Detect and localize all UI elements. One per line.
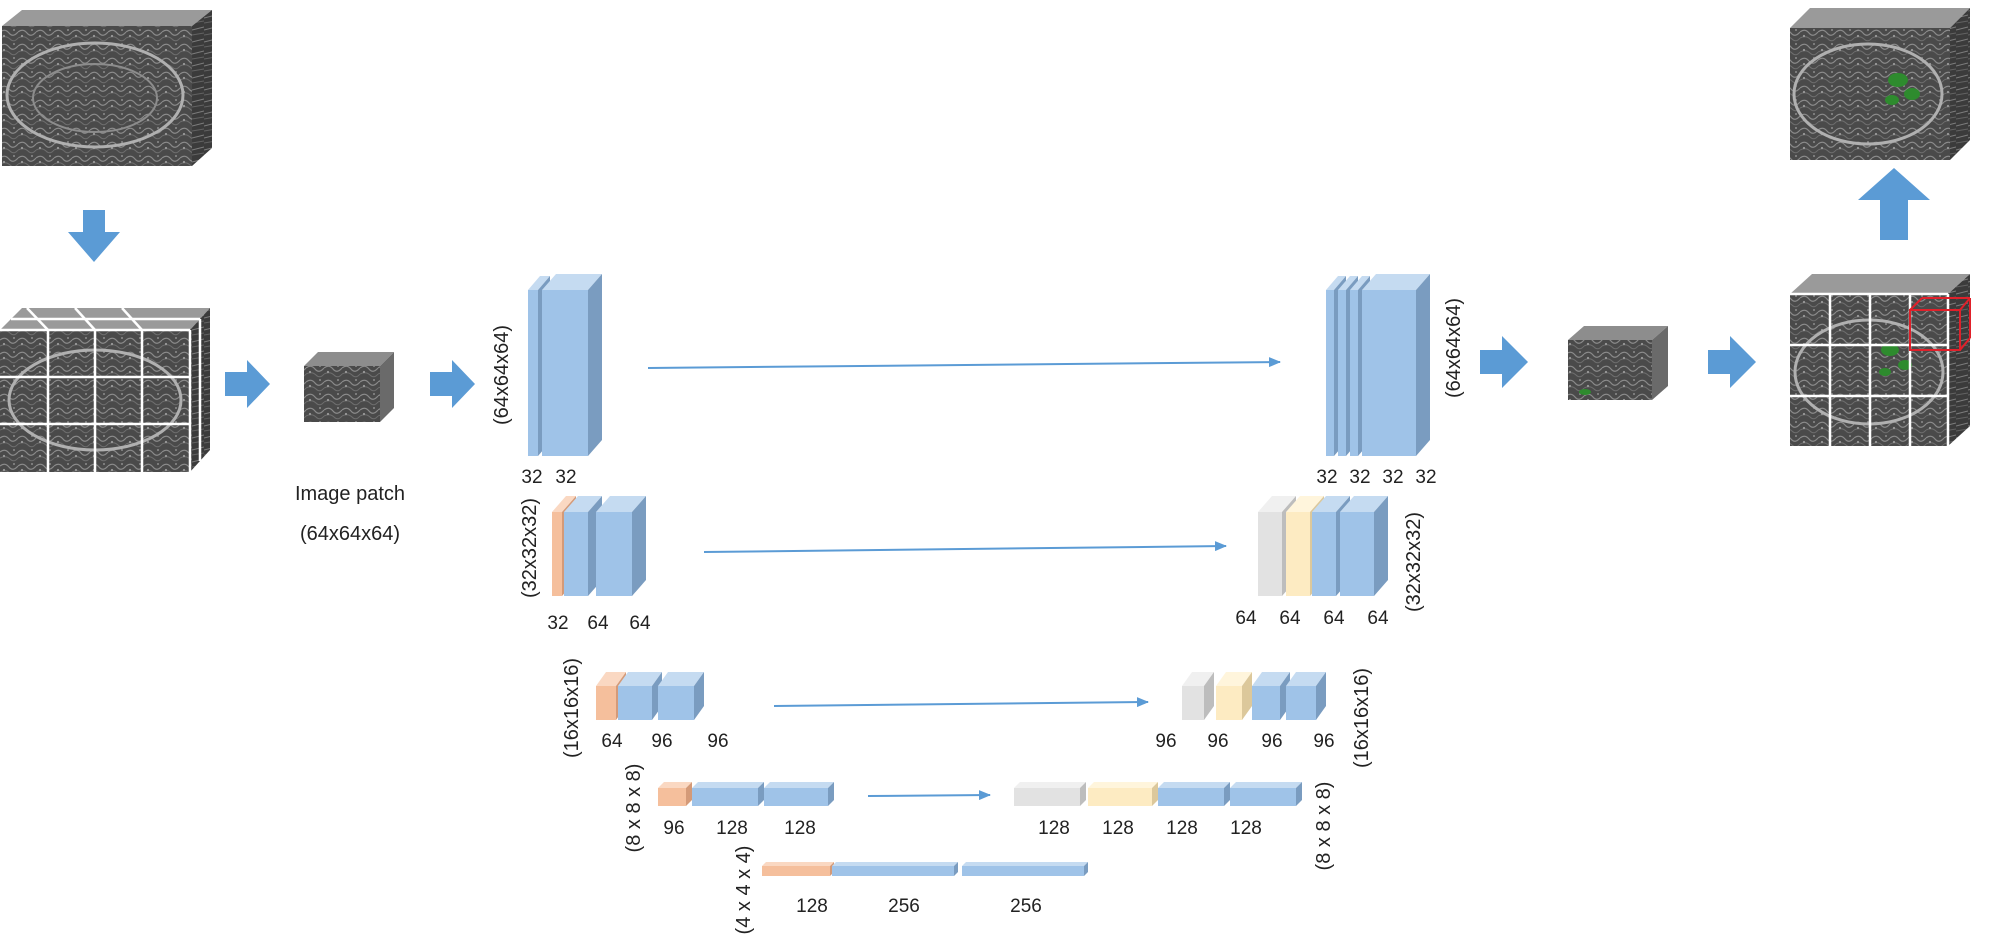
channel-label: 256 [1010,896,1042,917]
channel-label: 96 [1155,731,1176,752]
channel-label: 128 [796,896,828,917]
feature-map-block [658,782,692,806]
reassembled-mri-volume [1790,274,1971,446]
image-patch-title: Image patch [295,483,405,505]
input-mri-volume [2,10,212,166]
channel-label: 32 [1415,467,1436,488]
channel-label: 64 [601,731,623,752]
channel-label: 64 [587,613,609,634]
right-arrow-icon [225,360,270,408]
size-label: (8 x 8 x 8) [1313,782,1335,871]
decoder-level-4: (8 x 8 x 8) 128 128 128 128 [1014,782,1335,871]
feature-map-block [658,672,704,720]
channel-label: 32 [555,467,576,488]
feature-map-block [1230,782,1302,806]
decoder-level-1: (64x64x64) 32 32 32 32 [1316,274,1465,488]
size-label: (64x64x64) [491,325,513,425]
feature-map-block [542,274,602,456]
channel-label: 96 [1261,731,1282,752]
size-label: (16x16x16) [561,658,583,758]
feature-map-block [962,862,1088,876]
feature-map-block [692,782,764,806]
channel-label: 32 [1382,467,1403,488]
up-arrow-icon [1858,168,1930,240]
feature-map-block [1340,496,1388,596]
feature-map-block [1286,672,1326,720]
size-label: (32x32x32) [1403,512,1425,612]
feature-map-block [596,496,646,596]
output-patch-cube [1568,326,1668,400]
skip-connection-arrows [647,357,1281,801]
channel-label: 96 [1313,731,1334,752]
channel-label: 128 [1166,818,1198,839]
size-label: (16x16x16) [1351,668,1373,768]
feature-map-block [1014,782,1086,806]
feature-map-block [1362,274,1430,456]
channel-label: 96 [1207,731,1228,752]
encoder-level-3: (16x16x16) 64 96 96 [561,658,729,758]
channel-label: 32 [547,613,568,634]
segmented-mri-volume [1790,8,1970,160]
channel-label: 96 [651,731,672,752]
feature-map-block [1252,672,1290,720]
right-arrow-icon [1708,336,1756,388]
feature-map-block [1088,782,1158,806]
feature-map-block [1182,672,1214,720]
skip-arrow-level-1 [647,357,1281,369]
channel-label: 128 [784,818,816,839]
encoder-level-5: (4 x 4 x 4) 128 256 256 [733,846,1088,935]
channel-label: 64 [1279,608,1301,629]
encoder-level-4: (8 x 8 x 8) 96 128 128 [623,764,834,853]
decoder-level-2: (32x32x32) 64 64 64 64 [1235,496,1425,629]
channel-label: 128 [1038,818,1070,839]
right-arrow-icon [1480,336,1528,388]
channel-label: 32 [1316,467,1337,488]
skip-arrow-level-4 [867,790,991,801]
channel-label: 64 [1367,608,1389,629]
channel-label: 128 [716,818,748,839]
skip-arrow-level-2 [703,541,1227,553]
channel-label: 64 [1235,608,1257,629]
channel-label: 96 [707,731,728,752]
right-arrow-icon [430,360,475,408]
channel-label: 256 [888,896,920,917]
channel-label: 32 [1349,467,1370,488]
feature-map-block [764,782,834,806]
size-label: (8 x 8 x 8) [623,764,645,853]
channel-label: 128 [1102,818,1134,839]
feature-map-block [1216,672,1252,720]
feature-map-block [618,672,662,720]
feature-map-block [762,862,834,876]
channel-label: 128 [1230,818,1262,839]
patched-mri-volume [0,307,210,472]
image-patch-cube [304,352,394,422]
channel-label: 64 [629,613,651,634]
highlighted-patch [1909,297,1971,351]
feature-map-block [832,862,958,876]
size-label: (32x32x32) [519,498,541,598]
channel-label: 64 [1323,608,1345,629]
size-label: (64x64x64) [1443,298,1465,398]
image-patch-size: (64x64x64) [300,523,400,545]
channel-label: 96 [663,818,684,839]
decoder-level-3: (16x16x16) 96 96 96 96 [1155,668,1373,768]
down-arrow-icon [68,210,120,262]
channel-label: 32 [521,467,542,488]
feature-map-block [1158,782,1230,806]
encoder-level-2: (32x32x32) 32 64 64 [519,496,651,634]
skip-arrow-level-3 [773,697,1149,708]
size-label: (4 x 4 x 4) [733,846,755,935]
encoder-level-1: (64x64x64) 32 32 [491,274,602,488]
